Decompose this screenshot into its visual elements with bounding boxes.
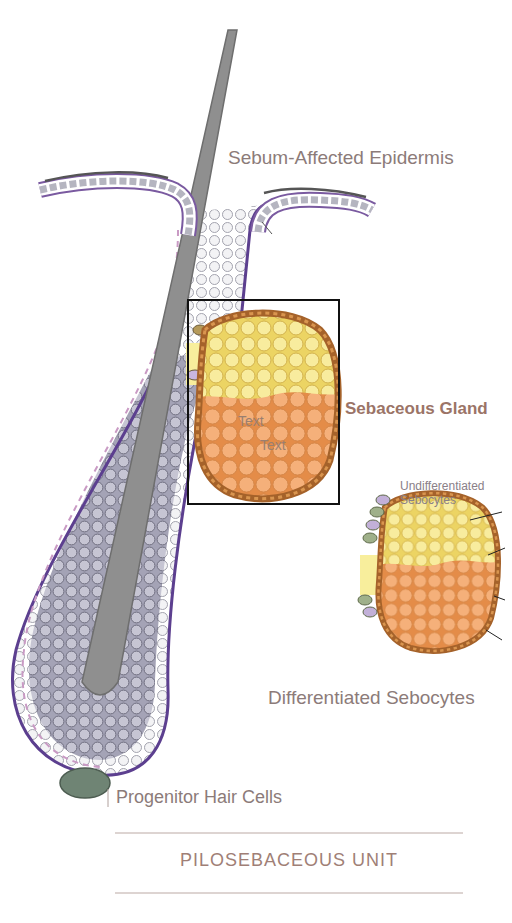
placeholder-text: Text <box>260 437 286 454</box>
inset-gland <box>372 482 508 661</box>
epidermis <box>40 172 372 235</box>
caption: PILOSEBACEOUS UNIT <box>115 850 463 872</box>
caption-rule <box>115 833 463 834</box>
caption-rule <box>115 893 463 894</box>
part-label: Sebum-Affected Epidermis <box>228 147 454 170</box>
part-label: Differentiated Sebocytes <box>268 687 475 710</box>
undifferentiated-cells <box>358 495 390 617</box>
sebaceous-gland <box>190 300 350 510</box>
part-label: Sebaceous Gland <box>345 399 488 419</box>
placeholder-text: Text <box>238 413 264 430</box>
part-label: Progenitor Hair Cells <box>116 787 282 809</box>
progenitor-tick <box>108 789 109 807</box>
part-label: Undifferentiated Sebocytes <box>400 480 508 508</box>
progenitor-cells <box>60 768 110 798</box>
highlight-frame <box>188 300 339 504</box>
leader-lines <box>470 512 505 640</box>
